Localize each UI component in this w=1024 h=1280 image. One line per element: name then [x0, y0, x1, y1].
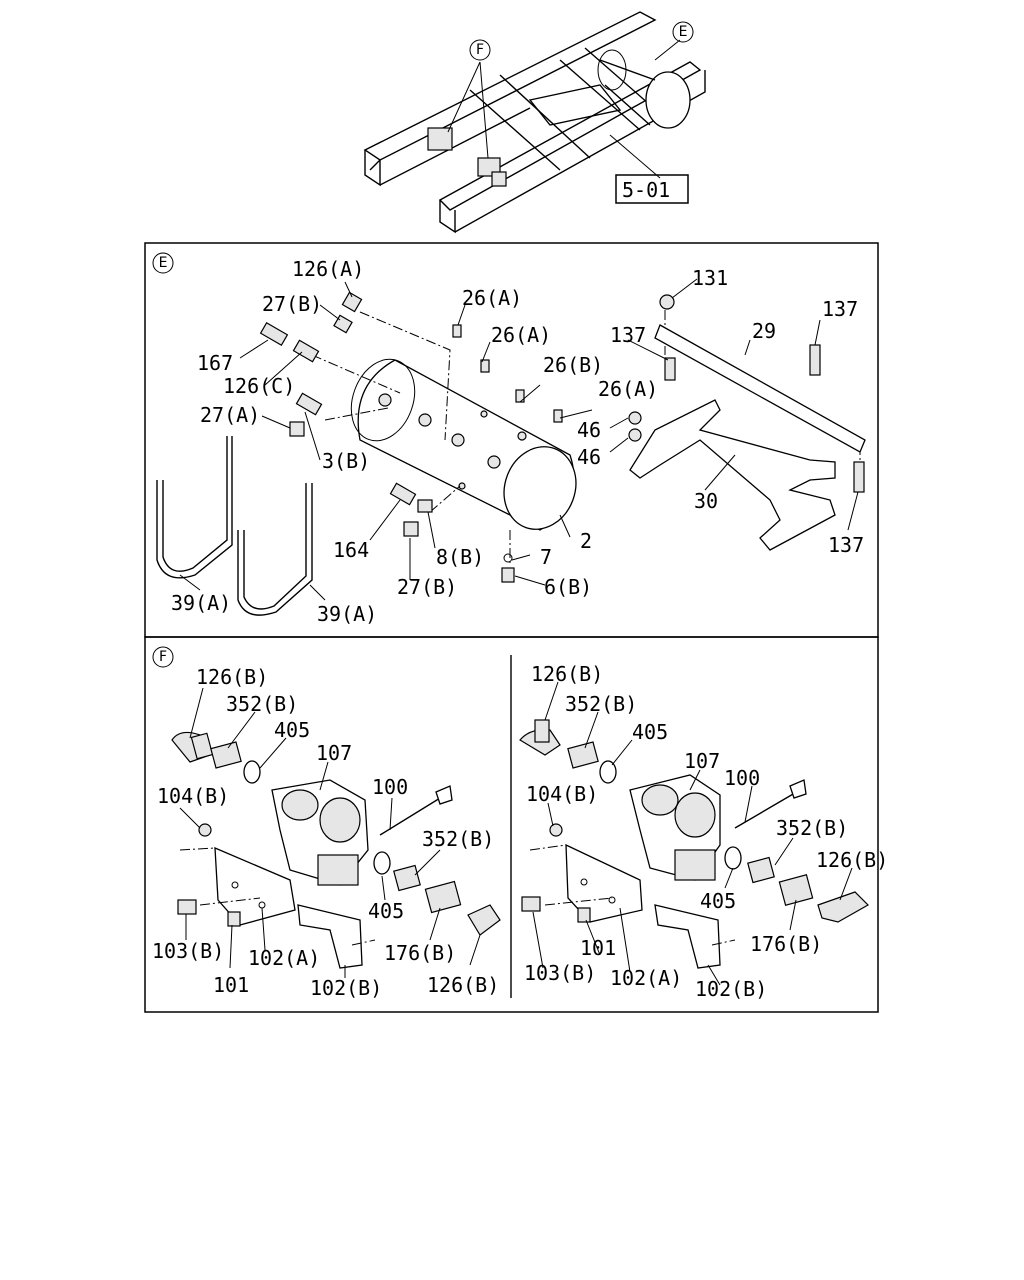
section-f: F 126(B) 352(B) — [152, 646, 888, 1001]
f-left-label-352b-top: 352(B) — [226, 692, 298, 716]
f-right-label-405-top: 405 — [632, 720, 668, 744]
section-e: E — [152, 252, 866, 626]
f-right-label-176b: 176(B) — [750, 932, 822, 956]
f-right-label-103b: 103(B) — [524, 961, 596, 985]
f-right-label-126b-mid: 126(B) — [816, 848, 888, 872]
label-26a-1: 26(A) — [462, 286, 522, 310]
label-46-1: 46 — [577, 418, 601, 442]
f-left-label-126b-top: 126(B) — [196, 665, 268, 689]
air-tank — [350, 358, 577, 531]
f-left-label-101: 101 — [213, 973, 249, 997]
label-7: 7 — [540, 545, 552, 569]
section-f-frame — [144, 636, 879, 1013]
label-26b: 26(B) — [543, 353, 603, 377]
section-e-tag: E — [159, 255, 168, 271]
label-8b: 8(B) — [436, 545, 484, 569]
f-right-label-352b-mid: 352(B) — [776, 816, 848, 840]
label-131: 131 — [692, 266, 728, 290]
callout-e-circle — [672, 21, 694, 43]
section-f-tag-circle — [152, 646, 174, 668]
f-left-label-176b: 176(B) — [384, 941, 456, 965]
label-27b-top: 27(B) — [262, 292, 322, 316]
callout-f: F — [476, 42, 484, 58]
label-167: 167 — [197, 351, 233, 375]
section-f-tag: F — [159, 649, 167, 665]
ref-box-label: 5-01 — [622, 178, 670, 202]
label-164: 164 — [333, 538, 369, 562]
label-30: 30 — [694, 489, 718, 513]
chassis-overview: F E 5-01 — [363, 11, 706, 234]
label-126a: 126(A) — [292, 257, 364, 281]
label-6b: 6(B) — [544, 575, 592, 599]
f-right-label-126b-top: 126(B) — [531, 662, 603, 686]
f-left-label-102b: 102(B) — [310, 976, 382, 1000]
f-left-label-104b: 104(B) — [157, 784, 229, 808]
label-2: 2 — [580, 529, 592, 553]
callout-f-circle — [469, 39, 491, 61]
label-46-2: 46 — [577, 445, 601, 469]
f-left-label-405-top: 405 — [274, 718, 310, 742]
label-137-3: 137 — [828, 533, 864, 557]
f-right-label-102a: 102(A) — [610, 966, 682, 990]
f-right-label-104b: 104(B) — [526, 782, 598, 806]
label-27a: 27(A) — [200, 403, 260, 427]
section-f-right: 126(B) 352(B) 405 107 100 104(B) 352(B) … — [519, 662, 888, 1001]
f-left-label-352b-mid: 352(B) — [422, 827, 494, 851]
label-39a-2: 39(A) — [317, 602, 377, 626]
f-right-label-101: 101 — [580, 936, 616, 960]
label-26a-3: 26(A) — [598, 377, 658, 401]
section-f-left: 126(B) 352(B) 405 107 104(B) 100 352(B) … — [152, 665, 501, 1000]
label-137-1: 137 — [610, 323, 646, 347]
f-left-label-126b-bottom: 126(B) — [427, 973, 499, 997]
label-29: 29 — [752, 319, 776, 343]
f-left-label-405-mid: 405 — [368, 899, 404, 923]
f-left-label-103b: 103(B) — [152, 939, 224, 963]
f-left-label-100: 100 — [372, 775, 408, 799]
label-137-2: 137 — [822, 297, 858, 321]
f-left-label-107: 107 — [316, 741, 352, 765]
label-3b: 3(B) — [322, 449, 370, 473]
label-26a-2: 26(A) — [491, 323, 551, 347]
label-27b-bottom: 27(B) — [397, 575, 457, 599]
f-right-label-352b-top: 352(B) — [565, 692, 637, 716]
f-right-label-405-mid: 405 — [700, 889, 736, 913]
label-39a-1: 39(A) — [171, 591, 231, 615]
callout-e: E — [679, 24, 688, 40]
f-right-label-107: 107 — [684, 749, 720, 773]
f-left-label-102a: 102(A) — [248, 946, 320, 970]
f-right-label-100: 100 — [724, 766, 760, 790]
ref-box — [615, 174, 689, 204]
f-right-label-102b: 102(B) — [695, 977, 767, 1001]
section-e-tag-circle — [152, 252, 174, 274]
label-126c: 126(C) — [223, 374, 295, 398]
